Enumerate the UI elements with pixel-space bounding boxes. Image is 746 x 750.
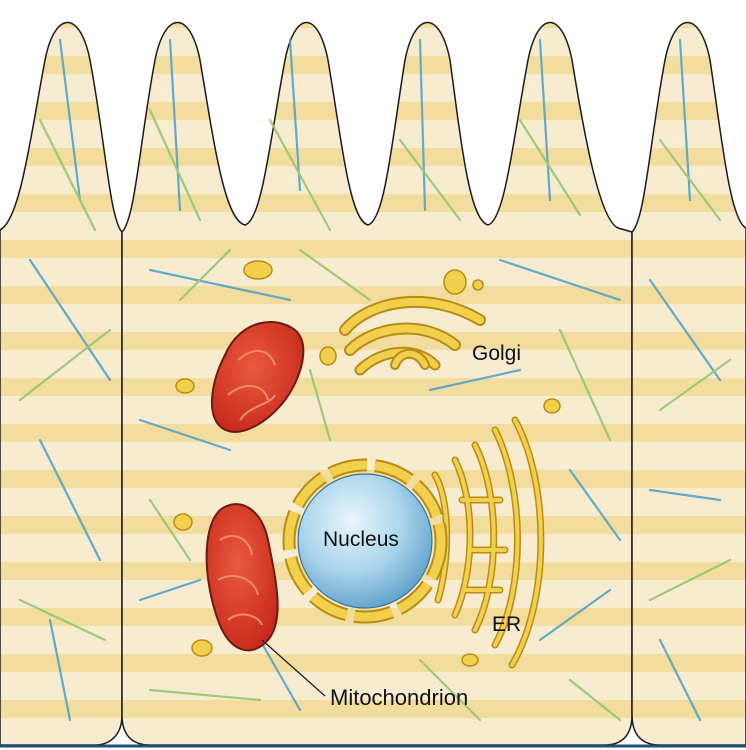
er-label: ER [492, 613, 521, 636]
mitochondrion-label: Mitochondrion [330, 685, 468, 710]
nucleus-label: Nucleus [323, 528, 399, 551]
center-cell [122, 23, 632, 746]
right-cell [632, 23, 746, 746]
left-cell [0, 23, 122, 746]
golgi-label: Golgi [472, 342, 521, 365]
cell-bodies [0, 23, 746, 746]
